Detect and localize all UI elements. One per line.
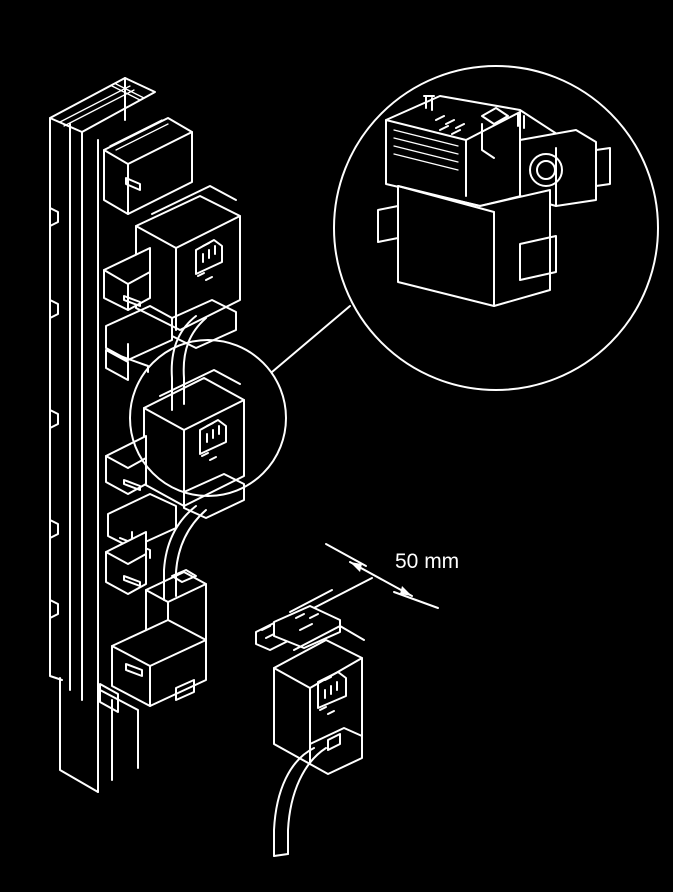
arrowhead-left [350, 562, 362, 572]
dimension-label: 50 mm [395, 550, 459, 573]
extension-line-left [325, 543, 367, 567]
mounting-rail [49, 77, 156, 793]
stack-cables [163, 315, 207, 601]
enlarged-module-detail [377, 95, 611, 307]
callout-leader-line [271, 305, 351, 373]
fuse-base-stack [99, 117, 245, 713]
extension-line-right [393, 591, 439, 609]
detached-module [255, 605, 365, 857]
detail-callout-small-circle [129, 339, 287, 497]
detail-callout-large-circle [333, 65, 659, 391]
dimension-indicator: 50 mm [289, 543, 459, 613]
magnifier [129, 65, 659, 497]
arrowhead-right [400, 586, 412, 596]
